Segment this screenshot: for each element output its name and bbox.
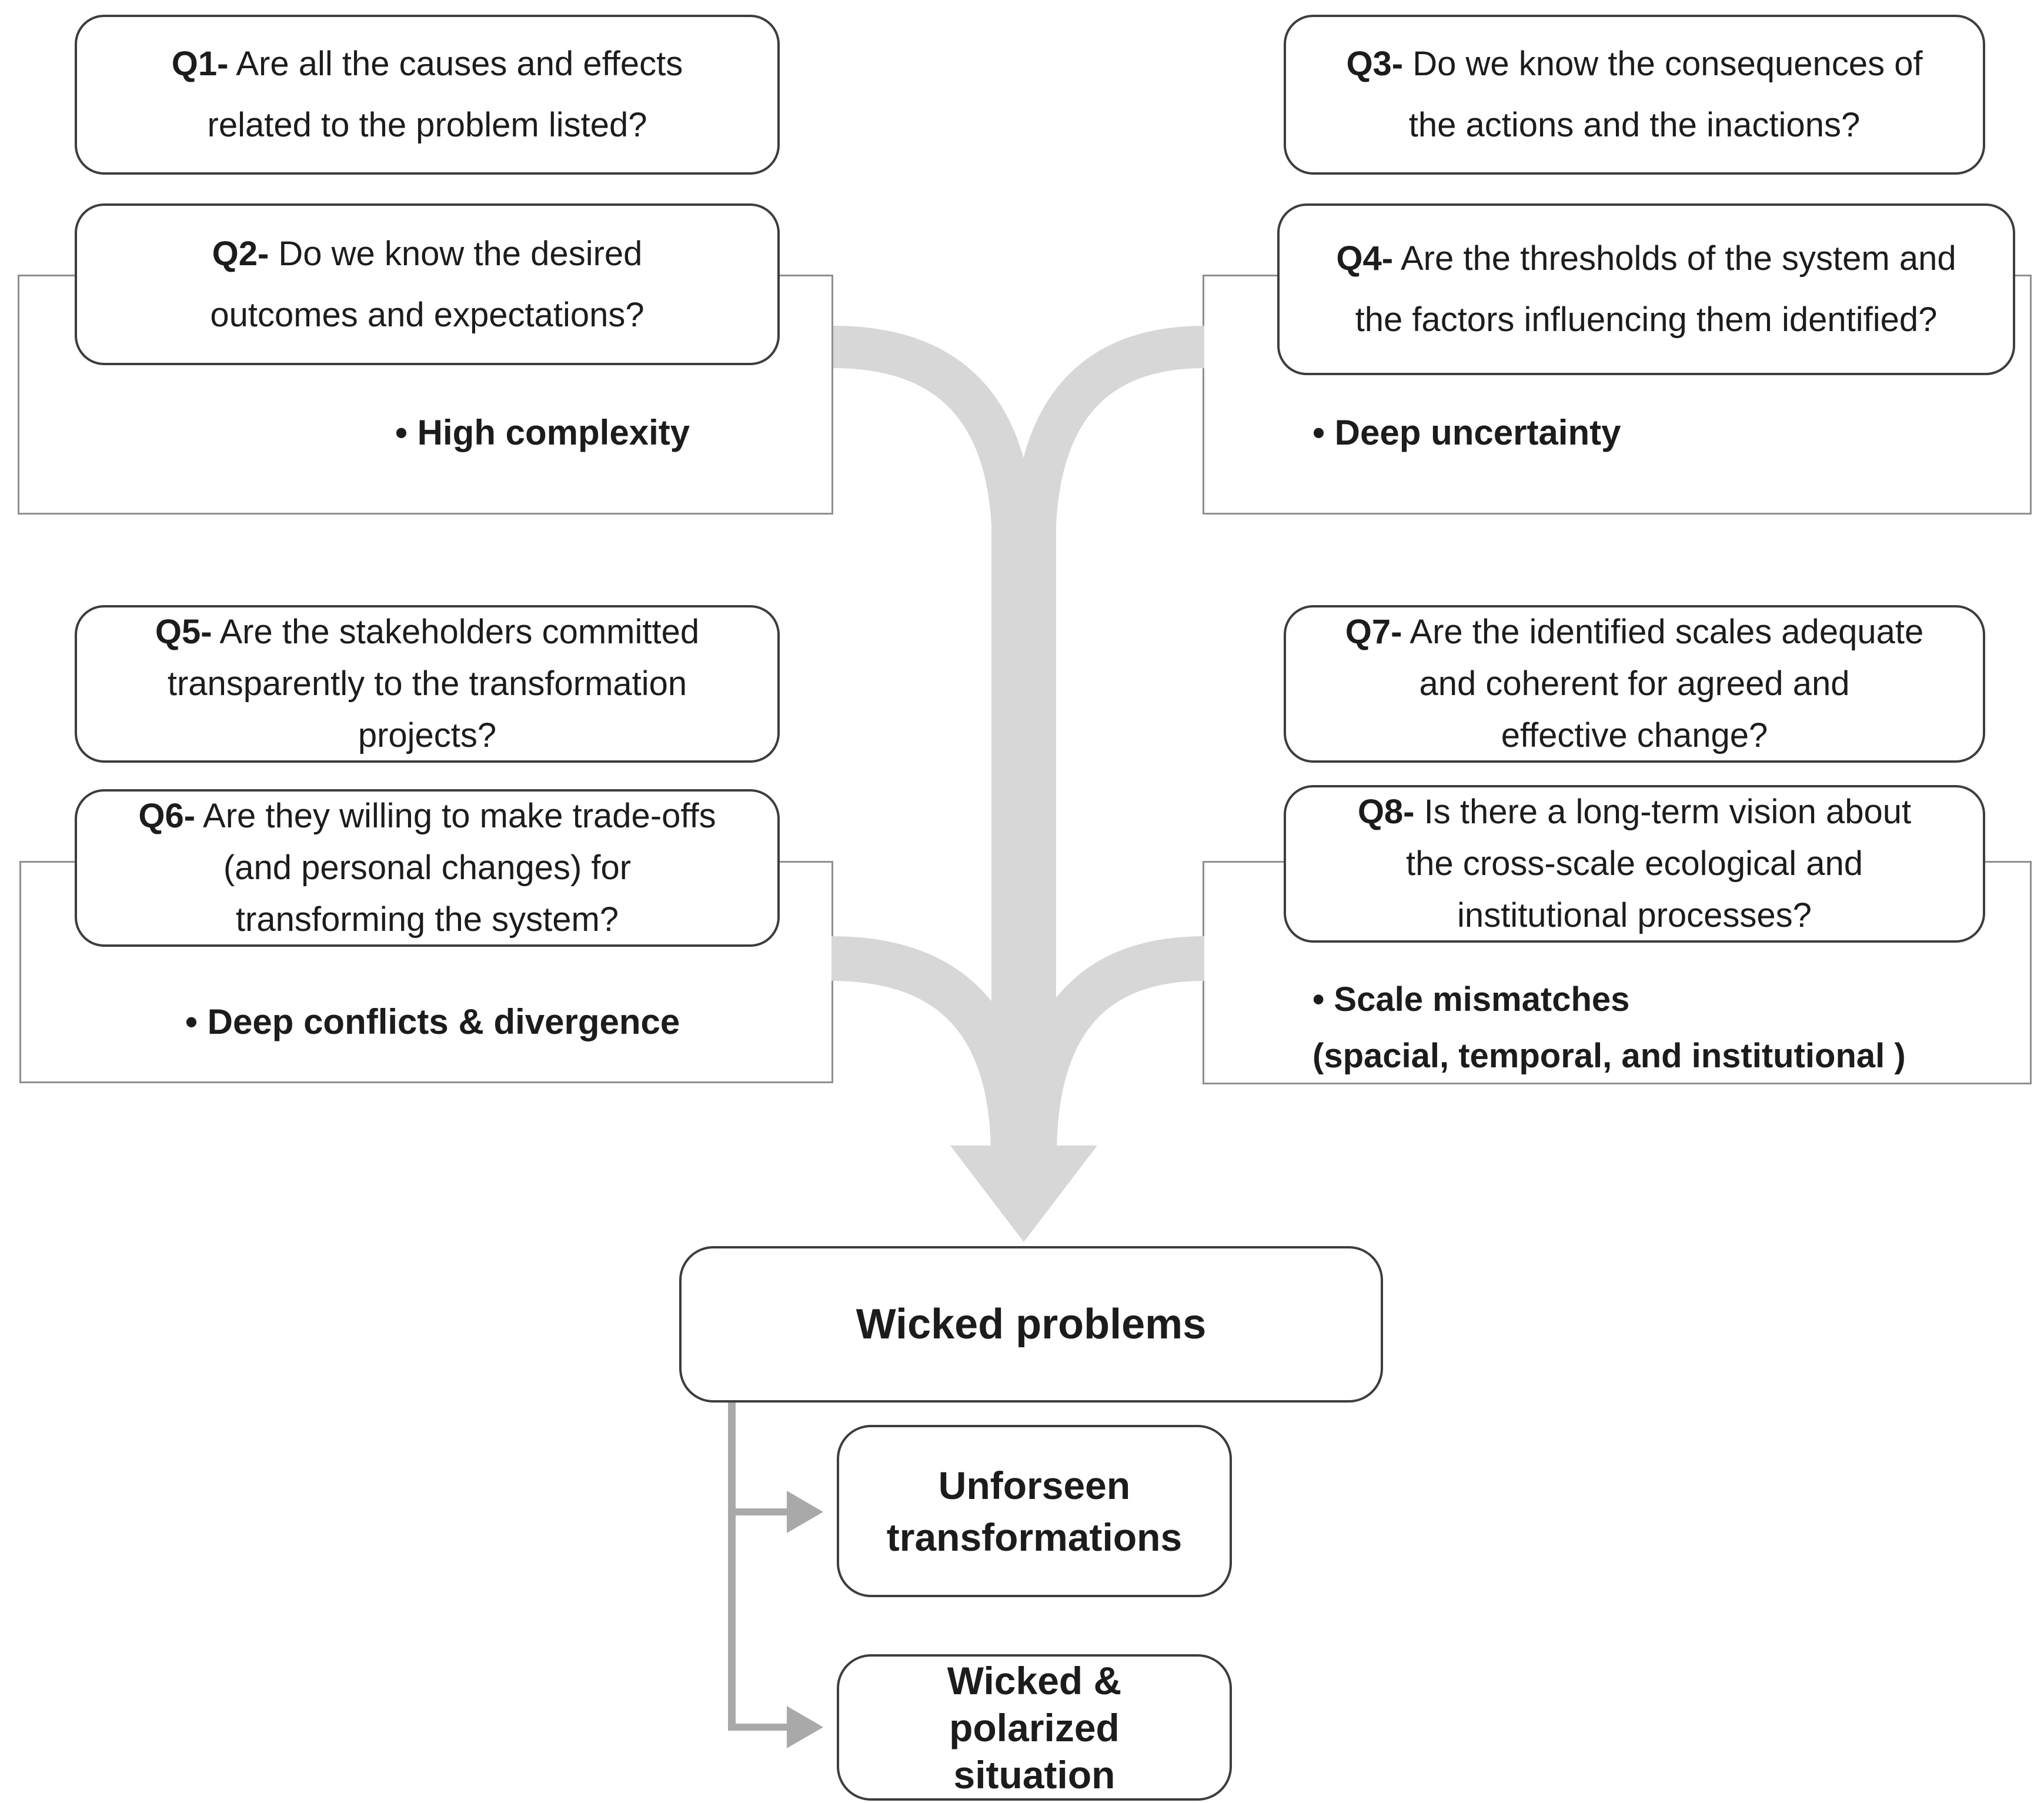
q5-line1-text: Are the stakeholders committed [219, 613, 700, 651]
q6-line2: (and personal changes) for [223, 849, 632, 887]
main-arrowhead-icon [950, 1146, 1097, 1242]
q1-line2: related to the problem listed? [207, 106, 647, 144]
q7-line3: effective change? [1501, 716, 1768, 754]
branch-connector-line [728, 1403, 736, 1731]
q5-line3: projects? [358, 716, 497, 754]
wicked-problems-box: Wicked problems [679, 1246, 1383, 1403]
question-box-q4: Q4- Are the thresholds of the system and… [1277, 203, 2015, 375]
label-scale-mismatches-line2: (spacial, temporal, and institutional ) [1312, 1037, 1906, 1075]
q2-line2: outcomes and expectations? [210, 295, 644, 334]
q2-prefix: Q2- [212, 234, 269, 273]
q4-line2: the factors influencing them identified? [1355, 300, 1938, 339]
branch-arrow-2-icon [787, 1706, 823, 1748]
q2-line1: Q2- Do we know the desired [77, 223, 777, 285]
label-scale-mismatches-line1: • Scale mismatches [1312, 980, 1630, 1019]
q5-prefix: Q5- [155, 613, 212, 651]
unforseen-line2: transformations [886, 1515, 1183, 1559]
branch-line-2 [732, 1724, 788, 1731]
question-box-q5: Q5- Are the stakeholders committed trans… [75, 605, 780, 763]
branch-connector [728, 1403, 823, 1748]
wicked-polarized-situation-box: Wicked & polarized situation [837, 1654, 1232, 1801]
main-arrow-shaft [991, 506, 1056, 1150]
label-deep-uncertainty: • Deep uncertainty [1312, 413, 1621, 452]
q8-line2: the cross-scale ecological and [1406, 844, 1863, 883]
label-scale-mismatches: • Scale mismatches (spacial, temporal, a… [1312, 971, 1906, 1084]
polarized-line2: polarized [949, 1705, 1120, 1749]
label-deep-conflicts: • Deep conflicts & divergence [185, 1002, 680, 1041]
merge-y-top-icon [833, 326, 1205, 547]
polarized-line1: Wicked & [947, 1658, 1122, 1702]
q6-line1-text: Are they willing to make trade-offs [203, 797, 716, 835]
q5-line2: transparently to the transformation [167, 665, 687, 703]
q7-line2: and coherent for agreed and [1419, 665, 1850, 703]
label-high-complexity: • High complexity [395, 413, 690, 452]
question-box-q6: Q6- Are they willing to make trade-offs … [75, 789, 780, 947]
unforseen-line1: Unforseen [938, 1463, 1131, 1507]
q4-line1-text: Are the thresholds of the system and [1400, 239, 1956, 278]
q7-line1: Q7- Are the identified scales adequate [1286, 606, 1983, 658]
question-box-q8: Q8- Is there a long-term vision about th… [1284, 785, 1985, 943]
q7-line1-text: Are the identified scales adequate [1410, 613, 1924, 651]
polarized-line3: situation [953, 1752, 1115, 1797]
question-box-q3: Q3- Do we know the consequences of the a… [1284, 15, 1985, 175]
question-box-q1: Q1- Are all the causes and effects relat… [75, 15, 780, 175]
q8-line1: Q8- Is there a long-term vision about [1286, 786, 1983, 838]
q1-line1-text: Are all the causes and effects [236, 45, 683, 83]
q6-line1: Q6- Are they willing to make trade-offs [77, 790, 777, 842]
question-box-q7: Q7- Are the identified scales adequate a… [1284, 605, 1985, 763]
q7-prefix: Q7- [1345, 613, 1402, 651]
q8-prefix: Q8- [1357, 793, 1415, 831]
q3-line1-text: Do we know the consequences of [1412, 45, 1923, 83]
q3-line2: the actions and the inactions? [1408, 106, 1861, 144]
q1-prefix: Q1- [171, 45, 229, 83]
q4-prefix: Q4- [1336, 239, 1394, 278]
q5-line1: Q5- Are the stakeholders committed [77, 606, 777, 658]
q2-line1-text: Do we know the desired [278, 234, 643, 273]
q8-line3: institutional processes? [1457, 896, 1812, 934]
q6-prefix: Q6- [138, 797, 196, 835]
unforseen-transformations-box: Unforseen transformations [837, 1425, 1232, 1597]
q4-line1: Q4- Are the thresholds of the system and [1280, 228, 2013, 289]
q1-line1: Q1- Are all the causes and effects [77, 34, 777, 95]
q3-line1: Q3- Do we know the consequences of [1286, 34, 1983, 95]
q3-prefix: Q3- [1346, 45, 1404, 83]
branch-line-1 [732, 1508, 788, 1515]
q6-line3: transforming the system? [235, 900, 619, 939]
question-box-q2: Q2- Do we know the desired outcomes and … [75, 203, 780, 365]
branch-arrow-1-icon [787, 1491, 823, 1533]
wicked-problems-label: Wicked problems [856, 1301, 1207, 1348]
q8-line1-text: Is there a long-term vision about [1424, 793, 1912, 831]
